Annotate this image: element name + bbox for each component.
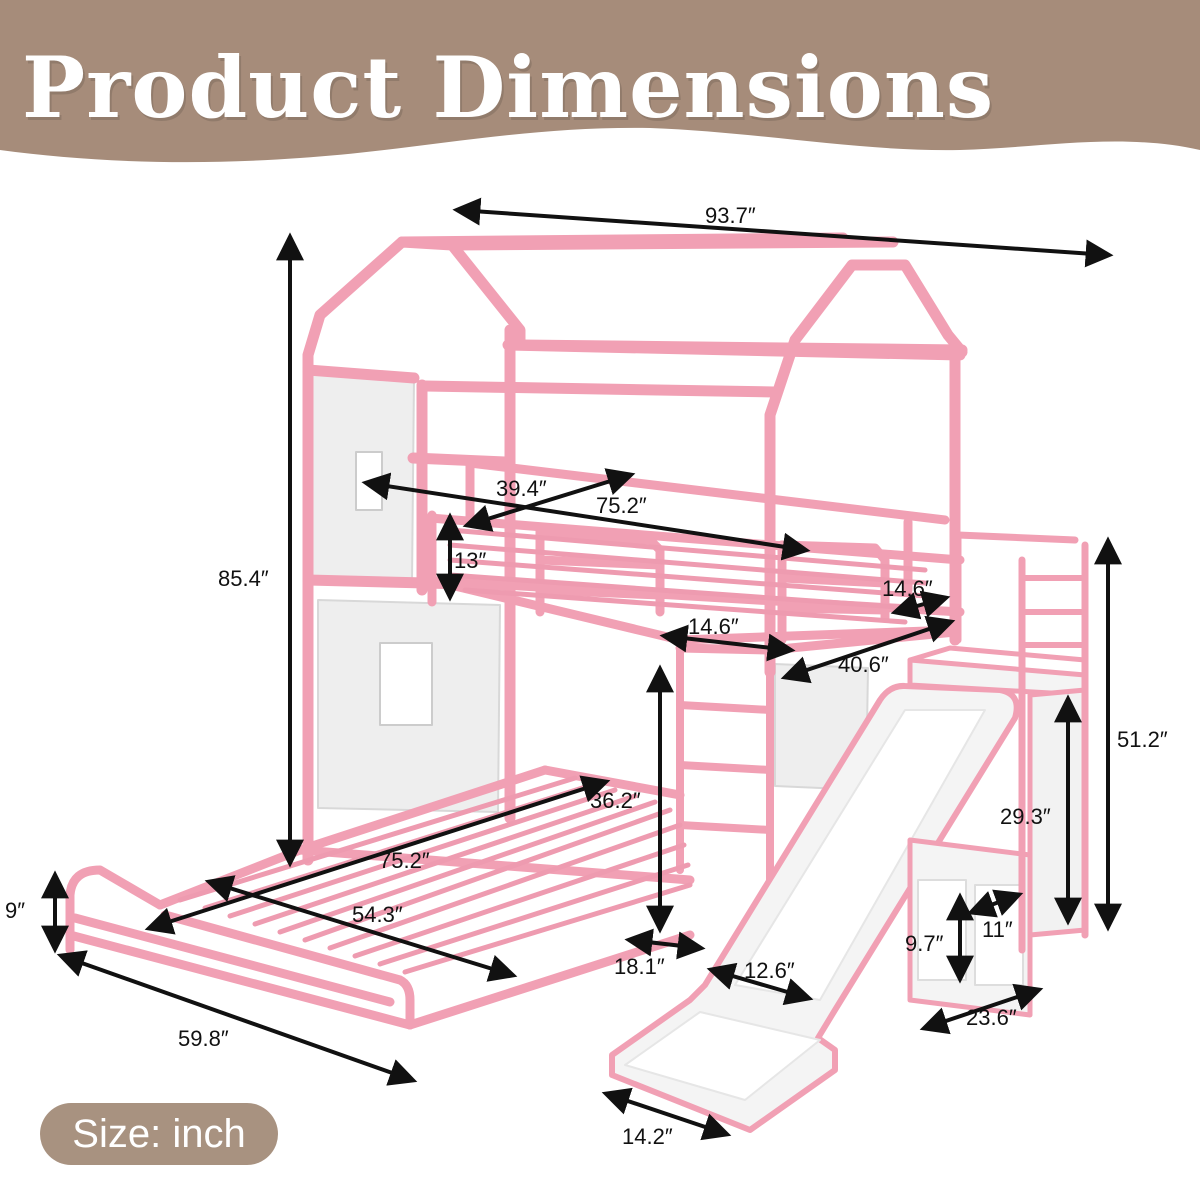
dim-line-bottom-width xyxy=(204,875,518,982)
banner-wave xyxy=(0,0,1200,163)
label-guardrail-height: 13″ xyxy=(454,548,486,573)
label-bottom-width: 54.3″ xyxy=(352,902,403,927)
dim-line-top-depth xyxy=(780,615,956,684)
bunk-bed-illustration xyxy=(65,232,1089,1133)
ladder xyxy=(676,646,774,904)
dim-line-guardrail-gap-right xyxy=(890,590,951,620)
dim-line-overall-length xyxy=(452,197,1114,268)
label-top-width: 39.4″ xyxy=(496,476,547,501)
label-cubby-height: 9.7″ xyxy=(905,931,944,956)
dim-line-slide-width xyxy=(706,962,814,1006)
dim-line-ladder-gap xyxy=(624,928,706,960)
label-bottom-depth: 59.8″ xyxy=(178,1026,229,1051)
dim-line-guardrail-gap-front xyxy=(659,624,796,662)
dim-line-slide-end xyxy=(601,1087,732,1141)
dimension-labels: 93.7″ 85.4″ 39.4″ 75.2″ 13″ 14.6″ 14.6″ … xyxy=(5,203,1168,1149)
label-slide-end: 14.2″ xyxy=(622,1124,673,1149)
slide xyxy=(609,682,1020,1133)
label-bottom-height: 9″ xyxy=(5,898,25,923)
label-overall-height: 85.4″ xyxy=(218,566,269,591)
dim-line-stair-depth xyxy=(919,983,1044,1035)
dim-line-bottom-depth xyxy=(56,950,418,1086)
label-guardrail-gap-right: 14.6″ xyxy=(882,576,933,601)
dim-line-cubby-width xyxy=(966,889,1024,918)
dimension-lines xyxy=(41,197,1122,1141)
label-bottom-length: 75.2″ xyxy=(379,848,430,873)
label-ladder-gap: 18.1″ xyxy=(614,954,665,979)
label-top-length: 75.2″ xyxy=(596,493,647,518)
size-unit-badge: Size: inch xyxy=(40,1103,278,1165)
page-title: Product Dimensions xyxy=(22,38,995,137)
label-cubby-width: 11″ xyxy=(982,917,1013,942)
header-banner: Product Dimensions xyxy=(0,0,1200,190)
label-stair-depth: 23.6″ xyxy=(966,1005,1017,1030)
label-top-depth: 40.6″ xyxy=(838,652,889,677)
dim-line-top-length xyxy=(361,472,811,561)
label-stair-height: 51.2″ xyxy=(1117,727,1168,752)
label-stair-inner-height: 29.3″ xyxy=(1000,804,1051,829)
label-slide-width: 12.6″ xyxy=(744,958,795,983)
label-under-clearance: 36.2″ xyxy=(590,788,641,813)
label-guardrail-gap-front: 14.6″ xyxy=(688,614,739,639)
label-overall-length: 93.7″ xyxy=(705,203,756,228)
